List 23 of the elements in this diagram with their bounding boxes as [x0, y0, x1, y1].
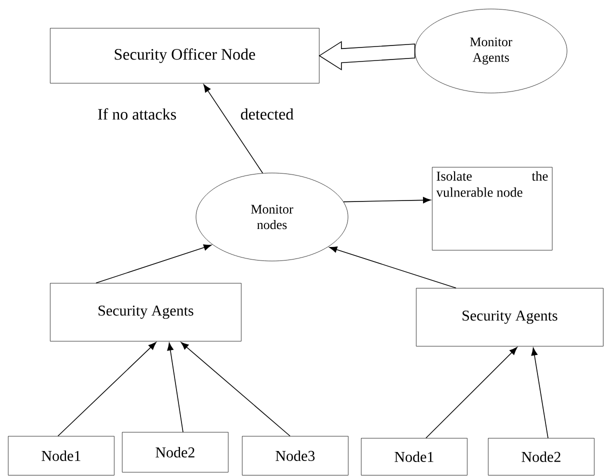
arrow [203, 84, 264, 174]
arrow [343, 196, 431, 204]
arrow [329, 246, 456, 288]
block-arrow [318, 40, 416, 70]
process-box: Security Officer Node [50, 28, 320, 84]
arrow [180, 342, 290, 436]
arrow [96, 244, 212, 284]
annotation-text: detected [240, 108, 294, 120]
ellipse-node: Monitor nodes [196, 172, 348, 262]
process-box: Node2 [122, 432, 228, 472]
text-box: Isolate the vulnerable node [432, 167, 552, 250]
process-box: Node1 [8, 436, 114, 476]
arrow [426, 347, 518, 438]
process-box: Node3 [242, 436, 348, 476]
process-box: Security Agents [50, 283, 242, 342]
arrow [58, 342, 156, 436]
ellipse-node: Monitor Agents [414, 8, 568, 94]
annotation-text: If no attacks [98, 108, 176, 120]
arrow [167, 342, 184, 432]
process-box: Security Agents [416, 288, 604, 346]
process-box: Node2 [488, 438, 594, 476]
process-box: Node1 [361, 438, 468, 476]
arrow [531, 348, 548, 438]
